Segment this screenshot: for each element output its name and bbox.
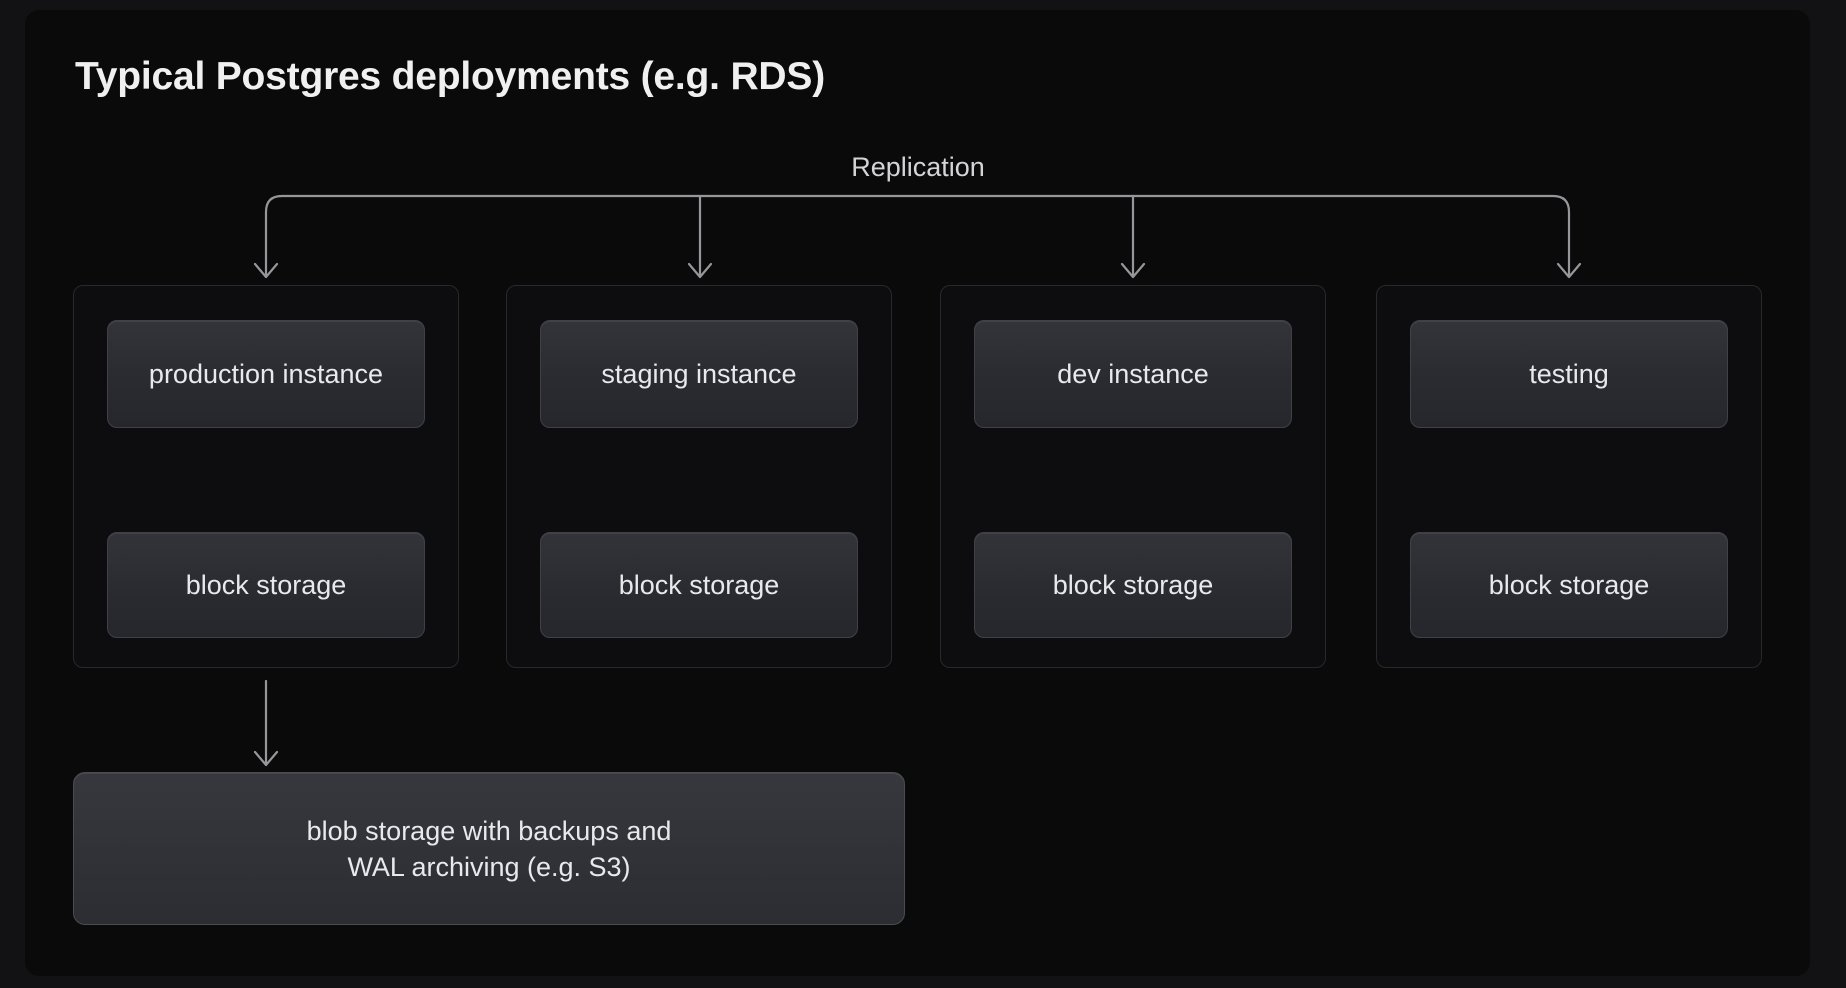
group-production: production instance block storage xyxy=(73,285,459,668)
node-label: block storage xyxy=(185,569,347,600)
node-block-storage-staging: block storage xyxy=(540,532,858,638)
blob-storage-label-line1: blob storage with backups and xyxy=(306,815,672,846)
node-staging-instance: staging instance xyxy=(540,320,858,428)
diagram-title: Typical Postgres deployments (e.g. RDS) xyxy=(75,55,825,98)
node-block-storage-dev: block storage xyxy=(974,532,1292,638)
node-dev-instance: dev instance xyxy=(974,320,1292,428)
node-label: testing xyxy=(1529,358,1609,389)
blob-storage-label: blob storage with backups and WAL archiv… xyxy=(307,813,672,885)
replication-label: Replication xyxy=(851,152,985,182)
node-label: block storage xyxy=(1052,569,1214,600)
blob-storage-label-line2: WAL archiving (e.g. S3) xyxy=(347,851,631,882)
node-label: block storage xyxy=(618,569,780,600)
node-testing-instance: testing xyxy=(1410,320,1728,428)
node-label: staging instance xyxy=(601,358,797,389)
group-staging: staging instance block storage xyxy=(506,285,892,668)
node-block-storage-production: block storage xyxy=(107,532,425,638)
node-blob-storage: blob storage with backups and WAL archiv… xyxy=(73,772,905,925)
group-testing: testing block storage xyxy=(1376,285,1762,668)
node-production-instance: production instance xyxy=(107,320,425,428)
group-dev: dev instance block storage xyxy=(940,285,1326,668)
node-label: dev instance xyxy=(1057,358,1209,389)
node-block-storage-testing: block storage xyxy=(1410,532,1728,638)
node-label: production instance xyxy=(148,358,384,389)
node-label: block storage xyxy=(1488,569,1650,600)
